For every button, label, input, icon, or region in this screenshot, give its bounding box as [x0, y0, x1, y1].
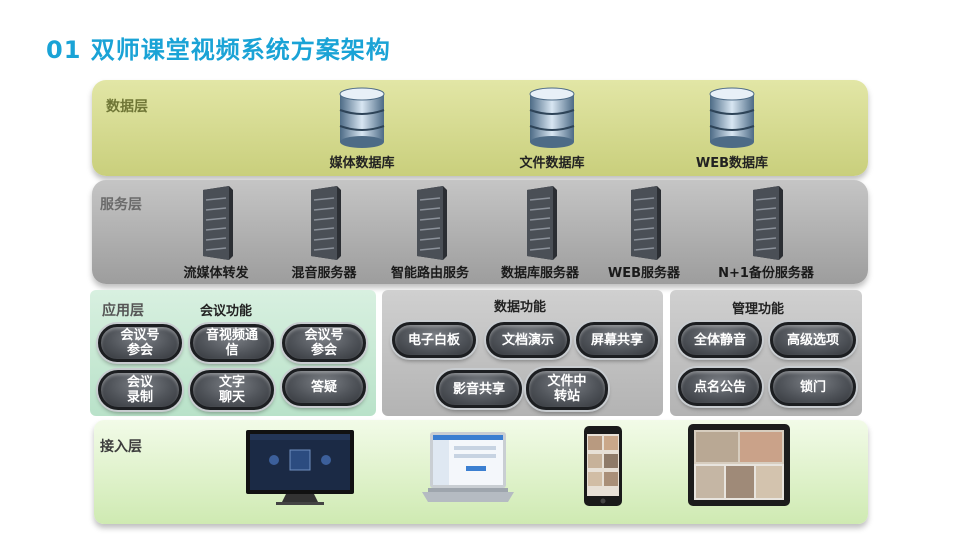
server-label: WEB服务器	[607, 266, 681, 281]
server-backup: N+1备份服务器	[706, 186, 826, 281]
data-layer: 数据层 媒体数据库	[92, 80, 868, 176]
doc-presentation-button[interactable]: 文档演示	[486, 322, 570, 358]
server-label: 混音服务器	[291, 266, 357, 281]
database-label: WEB数据库	[695, 156, 769, 171]
meeting-functions-panel: 应用层 会议功能 会议号 参会 音视频通 信 会议号 参会 会议 录制 文字 聊…	[90, 290, 376, 416]
server-icon	[197, 186, 235, 260]
server-mixer: 混音服务器	[264, 186, 384, 281]
service-layer-label: 服务层	[100, 197, 142, 213]
av-communication-button[interactable]: 音视频通 信	[190, 324, 274, 362]
file-transfer-button[interactable]: 文件中 转站	[526, 368, 608, 410]
meeting-join-button-2[interactable]: 会议号 参会	[282, 324, 366, 362]
database-label: 媒体数据库	[329, 156, 395, 171]
server-label: 流媒体转发	[183, 266, 249, 281]
server-database: 数据库服务器	[480, 186, 600, 281]
manage-functions-panel: 管理功能 全体静音 高级选项 点名公告 锁门	[670, 290, 862, 416]
server-label: N+1备份服务器	[718, 266, 814, 281]
server-icon	[411, 186, 449, 260]
database-icon	[527, 86, 577, 150]
whiteboard-button[interactable]: 电子白板	[392, 322, 476, 358]
server-label: 智能路由服务	[390, 266, 469, 281]
advanced-options-button[interactable]: 高级选项	[770, 322, 856, 358]
meeting-record-button[interactable]: 会议 录制	[98, 370, 182, 410]
manage-functions-heading: 管理功能	[732, 302, 785, 317]
page-title: 01 双师课堂视频系统方案架构	[46, 36, 391, 64]
media-share-button[interactable]: 影音共享	[436, 370, 522, 408]
file-database: 文件数据库	[492, 86, 612, 171]
phone-icon	[584, 426, 622, 510]
service-layer: 服务层 流媒体转发	[92, 180, 868, 284]
roll-call-button[interactable]: 点名公告	[678, 368, 762, 406]
server-icon	[305, 186, 343, 260]
data-functions-heading: 数据功能	[494, 300, 547, 315]
meeting-functions-heading: 会议功能	[200, 304, 253, 319]
app-layer-label: 应用层	[102, 303, 144, 319]
access-layer: 接入层	[94, 420, 868, 524]
server-web: WEB服务器	[584, 186, 704, 281]
text-chat-button[interactable]: 文字 聊天	[190, 370, 274, 410]
tv-icon	[246, 430, 354, 510]
server-label: 数据库服务器	[500, 266, 579, 281]
laptop-icon	[422, 432, 514, 510]
server-icon	[521, 186, 559, 260]
lock-room-button[interactable]: 锁门	[770, 368, 856, 406]
server-icon	[625, 186, 663, 260]
tablet-icon	[688, 424, 790, 510]
qa-button[interactable]: 答疑	[282, 368, 366, 406]
screen-share-button[interactable]: 屏幕共享	[576, 322, 658, 358]
data-functions-panel: 数据功能 电子白板 文档演示 屏幕共享 影音共享 文件中 转站	[382, 290, 663, 416]
database-icon	[707, 86, 757, 150]
server-streaming: 流媒体转发	[156, 186, 276, 281]
access-layer-label: 接入层	[100, 439, 142, 455]
database-label: 文件数据库	[519, 156, 585, 171]
meeting-join-button[interactable]: 会议号 参会	[98, 324, 182, 362]
data-layer-label: 数据层	[106, 99, 148, 115]
server-router: 智能路由服务	[370, 186, 490, 281]
mute-all-button[interactable]: 全体静音	[678, 322, 762, 358]
web-database: WEB数据库	[672, 86, 792, 171]
server-icon	[747, 186, 785, 260]
database-icon	[337, 86, 387, 150]
media-database: 媒体数据库	[302, 86, 422, 171]
